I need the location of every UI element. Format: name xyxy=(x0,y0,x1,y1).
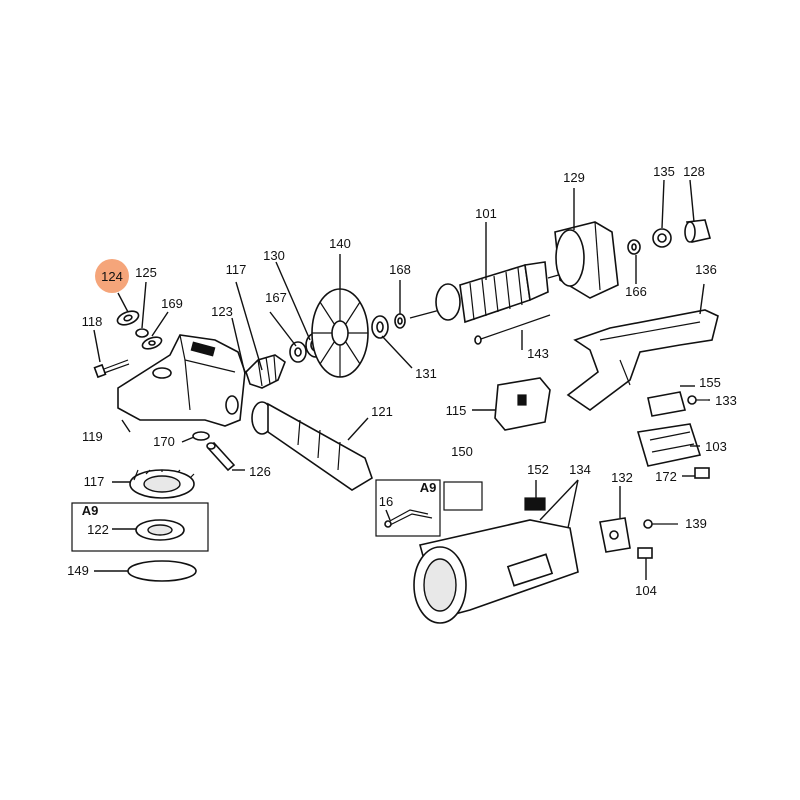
callout-155[interactable]: 155 xyxy=(699,375,721,390)
callout-103[interactable]: 103 xyxy=(705,439,727,454)
callout-135[interactable]: 135 xyxy=(653,164,675,179)
callout-126[interactable]: 126 xyxy=(249,464,271,479)
part-155-terminal xyxy=(647,391,687,417)
highlight-marker xyxy=(95,259,129,293)
kit-a9-box-left xyxy=(71,502,209,552)
callout-128[interactable]: 128 xyxy=(683,164,705,179)
part-131-washer xyxy=(371,315,389,339)
part-169-washer xyxy=(141,336,163,350)
callout-labels: 124 125 169 118 119 170 126 117 123 130 … xyxy=(67,164,737,598)
part-125-washer xyxy=(135,328,149,338)
callout-134[interactable]: 134 xyxy=(569,462,591,477)
part-130-bearing xyxy=(289,341,307,363)
part-104-brush xyxy=(637,547,653,559)
callout-119[interactable]: 119 xyxy=(82,429,103,444)
callout-169[interactable]: 169 xyxy=(161,296,183,311)
kit-a9-box-right xyxy=(375,479,441,537)
callout-122[interactable]: 122 xyxy=(87,522,109,537)
kit-label-a9-left: A9 xyxy=(82,503,99,518)
part-139-screw xyxy=(643,519,678,529)
callout-117-upper[interactable]: 117 xyxy=(226,262,247,277)
callout-150[interactable]: 150 xyxy=(451,444,473,459)
part-152-brush xyxy=(524,497,546,511)
callout-121[interactable]: 121 xyxy=(371,404,393,419)
part-129-bearing-housing xyxy=(554,221,619,299)
callout-118[interactable]: 118 xyxy=(82,314,103,329)
part-168-washer xyxy=(394,313,406,329)
part-133-screw xyxy=(687,395,708,405)
callout-115[interactable]: 115 xyxy=(446,403,467,418)
part-122-flange xyxy=(135,519,185,541)
callout-170[interactable]: 170 xyxy=(153,434,175,449)
part-101-armature xyxy=(409,261,563,324)
part-132-brush-holder xyxy=(599,517,631,553)
callout-125[interactable]: 125 xyxy=(135,265,157,280)
callout-131[interactable]: 131 xyxy=(415,366,437,381)
callout-136[interactable]: 136 xyxy=(695,262,717,277)
part-140-fan xyxy=(311,288,369,378)
callout-172[interactable]: 172 xyxy=(655,469,677,484)
callout-140[interactable]: 140 xyxy=(329,236,351,251)
part-166-washer xyxy=(627,239,641,255)
callout-132[interactable]: 132 xyxy=(611,470,633,485)
callout-117-lower[interactable]: 117 xyxy=(84,474,105,489)
callout-129[interactable]: 129 xyxy=(563,170,585,185)
callout-123[interactable]: 123 xyxy=(211,304,233,319)
part-124-nut xyxy=(116,310,140,326)
callout-167[interactable]: 167 xyxy=(265,290,287,305)
part-149-oring xyxy=(127,560,197,582)
part-128-sleeve xyxy=(684,219,711,243)
callout-139[interactable]: 139 xyxy=(685,516,707,531)
callout-133[interactable]: 133 xyxy=(715,393,737,408)
callout-101[interactable]: 101 xyxy=(475,206,497,221)
part-115-cover xyxy=(494,377,551,431)
part-150-label xyxy=(443,481,483,511)
part-143-rod xyxy=(474,314,551,345)
callout-168[interactable]: 168 xyxy=(389,262,411,277)
callout-104[interactable]: 104 xyxy=(635,583,657,598)
callout-143[interactable]: 143 xyxy=(527,346,549,361)
callout-16[interactable]: 16 xyxy=(379,494,393,509)
callout-149[interactable]: 149 xyxy=(67,563,89,578)
part-118-screw xyxy=(93,359,130,379)
callout-152[interactable]: 152 xyxy=(527,462,549,477)
part-136-handle-half xyxy=(566,309,719,411)
part-117-ring-gear xyxy=(129,469,195,499)
leader-lines xyxy=(93,179,710,580)
part-16-wire-set xyxy=(384,509,433,528)
part-117-pinion xyxy=(245,354,286,389)
part-170-oring xyxy=(192,431,210,441)
callout-130[interactable]: 130 xyxy=(263,248,285,263)
part-134-motor-housing xyxy=(413,519,579,624)
part-119-gear-housing xyxy=(117,334,246,427)
callout-124[interactable]: 124 xyxy=(101,269,123,284)
part-135-bearing xyxy=(652,228,672,248)
part-126-pin xyxy=(206,441,236,472)
part-172-spacer xyxy=(694,467,710,479)
kit-label-a9-right: A9 xyxy=(420,480,437,495)
callout-166[interactable]: 166 xyxy=(625,284,647,299)
part-103-switch xyxy=(636,423,702,467)
part-121-side-handle xyxy=(251,401,373,491)
